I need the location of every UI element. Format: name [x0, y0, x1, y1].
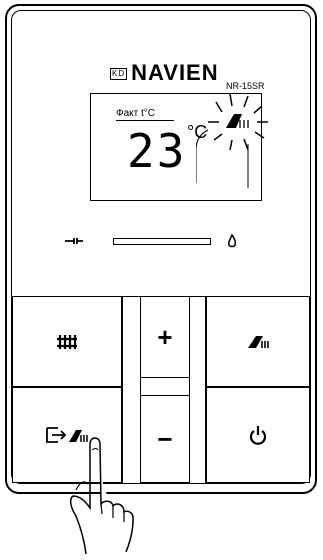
device-bezel	[11, 10, 311, 484]
flame-level-bar	[113, 238, 211, 245]
hand-pointer-icon	[69, 437, 134, 555]
minus-label: −	[157, 424, 173, 454]
heating-button[interactable]	[12, 296, 122, 387]
hot-water-indicator-icon	[196, 93, 268, 188]
wrench-icon	[64, 236, 84, 249]
power-icon	[249, 426, 267, 445]
away-mode-button[interactable]	[12, 387, 122, 483]
radiator-icon	[57, 334, 77, 349]
decrease-button[interactable]: −	[140, 395, 190, 483]
model-number: NR-15SR	[226, 81, 265, 91]
kd-mark: KD	[110, 68, 128, 81]
plus-label: +	[157, 322, 173, 352]
mode-label: Факт t°C	[116, 108, 174, 121]
exit-shower-icon	[46, 427, 88, 443]
lcd-display	[90, 93, 262, 201]
divider	[122, 296, 123, 483]
hot-water-button[interactable]	[206, 296, 310, 387]
temperature-value: 23	[127, 124, 187, 178]
shower-icon	[248, 335, 269, 348]
increase-button[interactable]: +	[140, 296, 190, 378]
divider	[205, 296, 206, 483]
button-gap	[140, 378, 190, 395]
brand-name: NAVIEN	[131, 60, 219, 85]
flame-icon	[227, 233, 237, 251]
power-button[interactable]	[206, 387, 310, 483]
temperature-unit: °C	[187, 122, 208, 142]
